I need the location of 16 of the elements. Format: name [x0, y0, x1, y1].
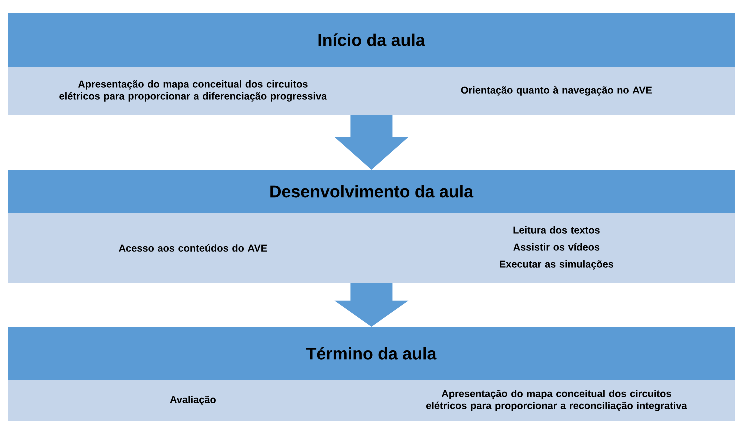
node-label: Apresentação do mapa conceitual dos circuitos elétricos para proporcionar a diferenciação progressiva: [60, 80, 328, 102]
activity-box: Leitura dos textos Assistir os vídeos Executar as simulações: [378, 213, 735, 284]
node-label: Avaliação: [170, 396, 216, 406]
down-arrow: [334, 115, 409, 170]
node-label: Leitura dos textos: [514, 226, 600, 234]
node-label: Apresentação do mapa conceitual dos circuitos elétricos para proporcionar a reconciliação integrativa: [426, 390, 688, 412]
activity-box: Apresentação do mapa conceitual dos circuitos elétricos para proporcionar a reconciliação integrativa: [378, 380, 735, 421]
activity-box: Avaliação: [8, 380, 378, 421]
down-arrow: [334, 283, 409, 327]
node-label: Orientação quanto à navegação no AVE: [461, 86, 652, 96]
activity-box: Orientação quanto à navegação no AVE: [378, 67, 735, 116]
activity-box: Apresentação do mapa conceitual dos circuitos elétricos para proporcionar a diferenciação progressiva: [8, 67, 378, 116]
node-label: Executar as simulações: [500, 260, 614, 270]
activity-box: Acesso aos conteúdos do AVE: [8, 213, 378, 284]
node-label: Assistir os vídeos: [514, 243, 600, 251]
node-label: Acesso aos conteúdos do AVE: [119, 244, 268, 252]
